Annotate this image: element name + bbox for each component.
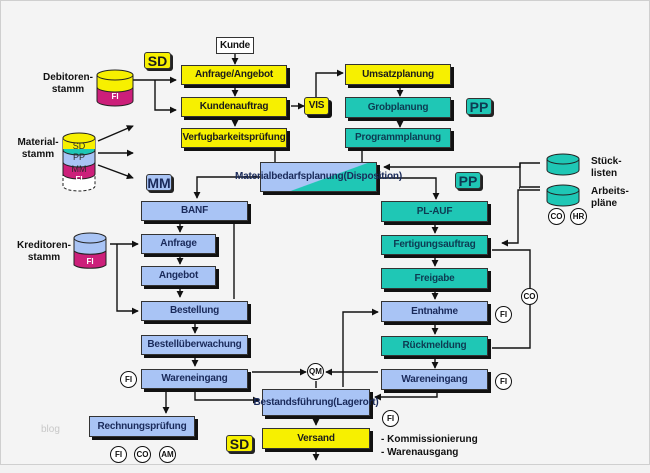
bestandsfuehrung-box[interactable]: Bestandsführung(Lagerort) <box>254 389 379 416</box>
materialstamm-label: Material-stamm <box>17 137 59 160</box>
watermark: blog <box>41 424 60 435</box>
material-band-pp: PP <box>72 152 85 162</box>
material-band-sd: SD <box>72 141 86 151</box>
mm-tag: MM <box>146 174 172 191</box>
stuecklisten-db-icon <box>546 153 580 176</box>
rechnungspruefung-box[interactable]: Rechnungsprüfung <box>89 416 195 437</box>
kreditorenstamm-label: Kreditoren-stamm <box>17 240 71 263</box>
pp-tag-top: PP <box>466 98 492 115</box>
kundenauftrag-box[interactable]: Kundenauftrag <box>181 97 287 117</box>
wareneingang-mm-box[interactable]: Wareneingang <box>141 369 248 389</box>
freigabe-box[interactable]: Freigabe <box>381 268 488 289</box>
debitorenstamm-label: Debitoren-stamm <box>43 72 93 95</box>
fi-circle-we-left: FI <box>120 371 137 388</box>
versand-box[interactable]: Versand <box>262 428 370 449</box>
debitoren-db-icon <box>96 69 134 107</box>
debitoren-fi-band: FI <box>111 92 119 101</box>
arbeitsplaene-label: Arbeits-pläne <box>591 186 629 209</box>
arbeitsplaene-db-icon <box>546 184 580 207</box>
fi-circle-versand: FI <box>382 410 399 427</box>
note-kommissionierung: - Kommissionierung <box>381 434 478 445</box>
co-circle-stueckliste: CO <box>548 208 565 225</box>
fertigungsauftrag-box[interactable]: Fertigungsauftrag <box>381 235 488 255</box>
material-band-mm: MM <box>71 164 87 174</box>
banf-box[interactable]: BANF <box>141 201 248 221</box>
fi-circle-rechnung: FI <box>110 446 127 463</box>
co-circle-side: CO <box>521 288 538 305</box>
entnahme-box[interactable]: Entnahme <box>381 301 488 322</box>
bestellueberwachung-box[interactable]: Bestellüberwachung <box>141 335 248 355</box>
co-circle-rechnung: CO <box>134 446 151 463</box>
fi-circle-entnahme: FI <box>495 306 512 323</box>
kreditoren-fi-band: FI <box>86 257 94 266</box>
pl-auf-box[interactable]: PL-AUF <box>381 201 488 222</box>
hr-circle: HR <box>570 208 587 225</box>
programmplanung-box[interactable]: Programmplanung <box>345 128 451 148</box>
material-band-fi: FI <box>75 175 83 184</box>
grobplanung-box[interactable]: Grobplanung <box>345 97 451 118</box>
fi-circle-we-right: FI <box>495 373 512 390</box>
verfuegbarkeitspruefung-box[interactable]: Verfugbarkeitsprüfung <box>181 128 287 148</box>
kreditoren-db-icon <box>73 232 107 269</box>
sd-tag-top: SD <box>144 52 171 69</box>
kunde-box[interactable]: Kunde <box>216 37 254 54</box>
anfrage-box[interactable]: Anfrage <box>141 234 216 254</box>
pp-tag-mid: PP <box>455 172 481 189</box>
note-warenausgang: - Warenausgang <box>381 447 459 458</box>
umsatzplanung-box[interactable]: Umsatzplanung <box>345 64 451 85</box>
qm-circle: QM <box>307 363 324 380</box>
stuecklisten-label: Stück-listen <box>591 156 622 179</box>
am-circle-rechnung: AM <box>159 446 176 463</box>
wareneingang-pp-box[interactable]: Wareneingang <box>381 369 488 390</box>
rueckmeldung-box[interactable]: Rückmeldung <box>381 336 488 356</box>
materialstamm-db-icon <box>62 132 96 192</box>
materialbedarfsplanung-box[interactable]: Materialbedarfsplanung(Disposition) <box>235 162 402 192</box>
sd-tag-bottom: SD <box>226 435 253 452</box>
anfrage-angebot-box[interactable]: Anfrage/Angebot <box>181 65 287 85</box>
angebot-box[interactable]: Angebot <box>141 266 216 286</box>
vis-box[interactable]: VIS <box>304 97 329 115</box>
bestellung-box[interactable]: Bestellung <box>141 301 248 321</box>
